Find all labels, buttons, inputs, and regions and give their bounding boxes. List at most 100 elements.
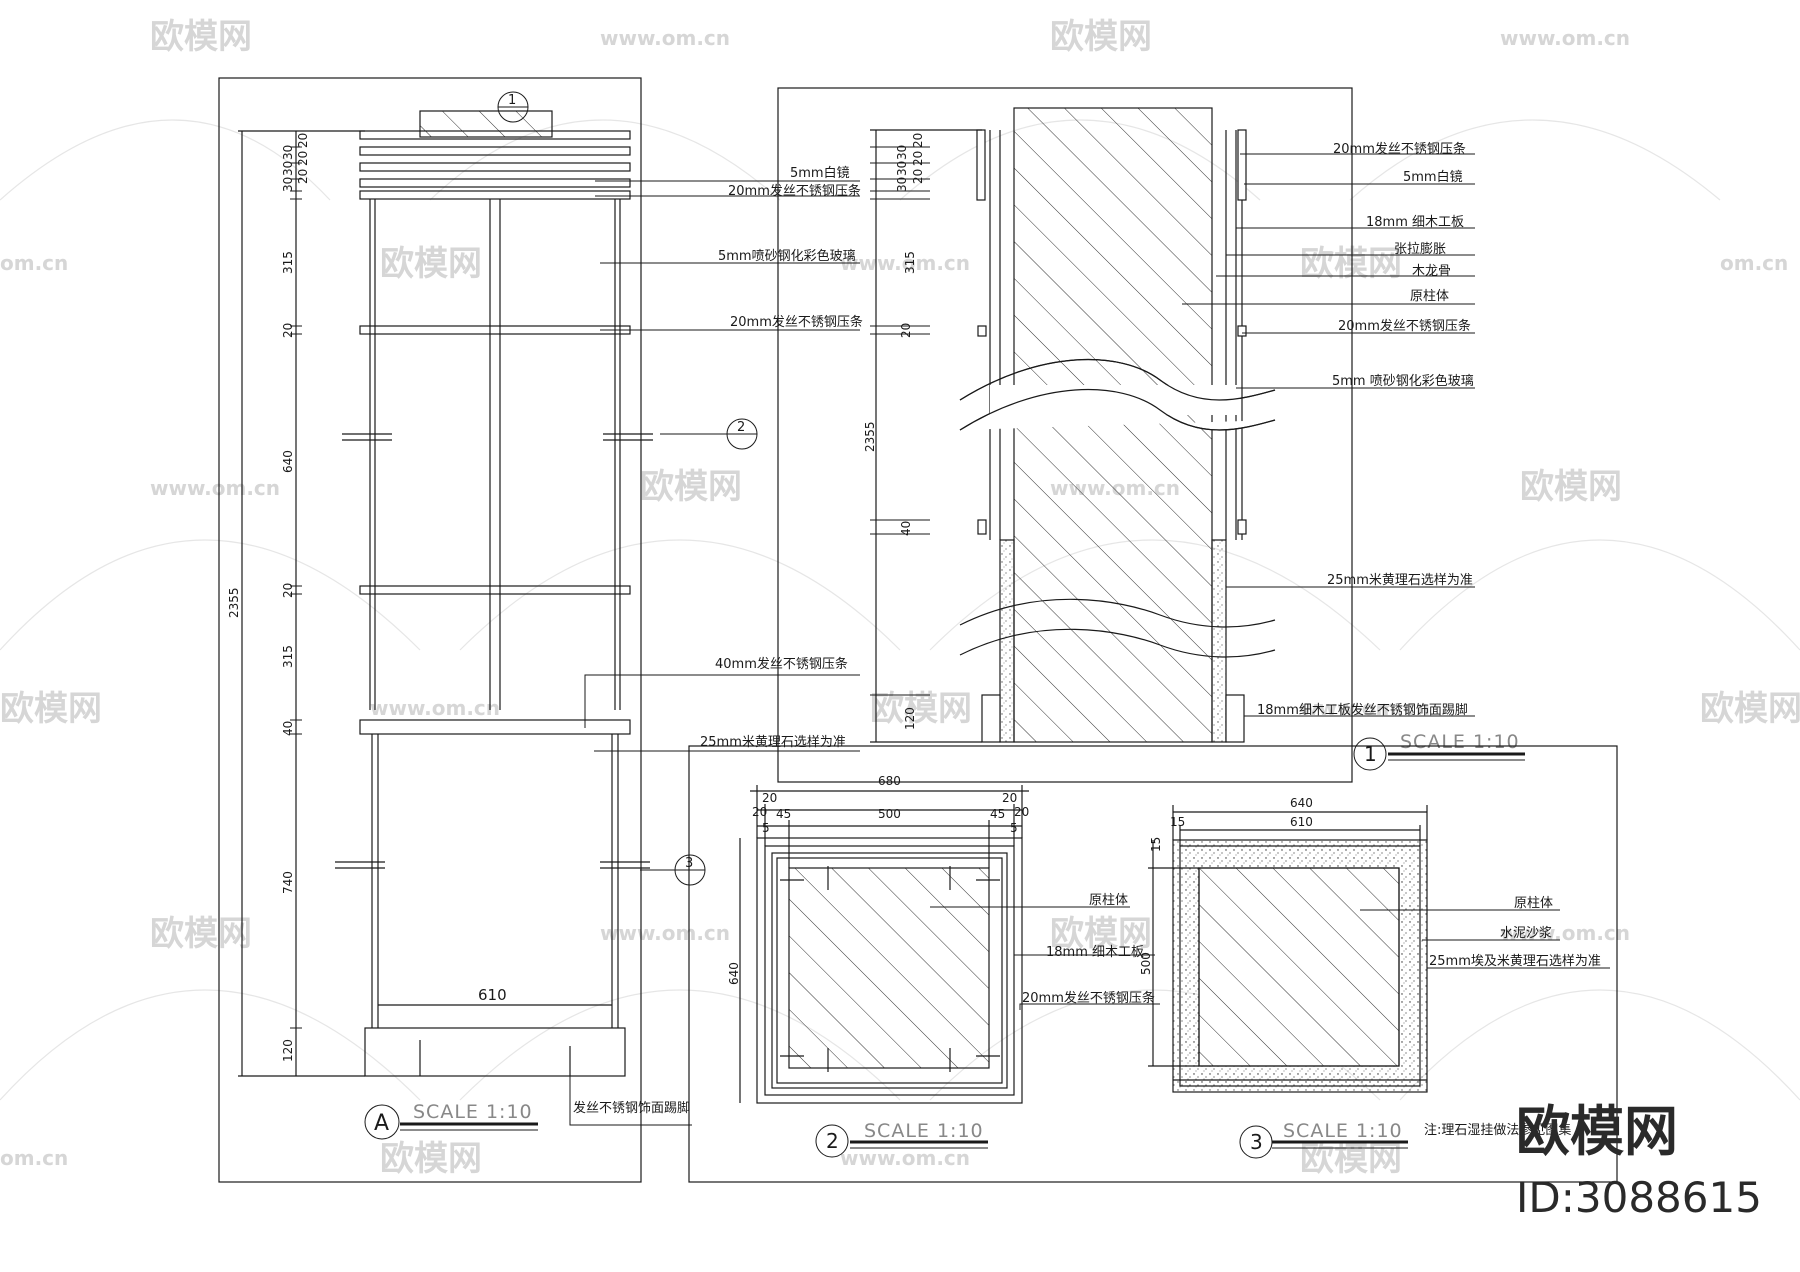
dim-width: 610 [478, 986, 507, 1004]
watermark-url: om.cn [1720, 251, 1788, 275]
dim-20: 20 [762, 791, 777, 805]
section-1-labels: 20mm发丝不锈钢压条 5mm白镜 18mm 细木工板 张拉膨胀 木龙骨 原柱体… [1257, 141, 1474, 718]
top-cap [419, 110, 553, 138]
dim-top: 30 [895, 161, 909, 176]
label-plywood: 18mm 细木工板 [1366, 215, 1464, 230]
watermark-url: www.om.cn [1500, 921, 1630, 945]
label-steel-strip-40: 40mm发丝不锈钢压条 [715, 656, 848, 672]
section-3-dims: 640 610 15 15 500 [1139, 796, 1313, 975]
watermark-brand: 欧模网 [0, 689, 102, 729]
watermark-brand: 欧模网 [1300, 244, 1402, 284]
dim-315b: 315 [281, 645, 295, 668]
dim-740: 740 [281, 871, 295, 894]
section-3-marker: 3 [1250, 1130, 1263, 1154]
section-a-dimension-ticks [290, 146, 302, 1029]
section-2-labels: 原柱体 18mm 细木工板 20mm发丝不锈钢压条 [1022, 893, 1155, 1006]
dim-680: 680 [878, 774, 901, 788]
watermark-brand: 欧模网 [1050, 17, 1152, 57]
label-column: 原柱体 [1514, 896, 1553, 911]
label-cement-mortar: 水泥沙浆 [1500, 926, 1552, 941]
section-1-scale: SCALE 1:10 [1400, 731, 1520, 753]
dim-20: 20 [899, 323, 913, 338]
section-1-dims: 30 30 30 20 20 20 315 20 2355 40 120 [863, 133, 925, 730]
plan-frame [688, 745, 1618, 1183]
watermark-layer: 欧模网 欧模网 欧模网 欧模网 欧模网 欧模网 欧模网 欧模网 欧模网 欧模网 … [0, 17, 1800, 1179]
dim-20: 20 [752, 805, 767, 819]
dim-120: 120 [281, 1039, 295, 1062]
callout-2: 2 [737, 420, 745, 435]
dim-45: 45 [776, 807, 791, 821]
dim-top: 20 [296, 151, 310, 166]
watermark-brand: 欧模网 [150, 914, 252, 954]
section-a-elevation [218, 77, 653, 1183]
corner-branding: 欧模网 ID:3088615 [1516, 1100, 1762, 1222]
section-a-title: A SCALE 1:10 [364, 1101, 538, 1140]
watermark-url: www.om.cn [1500, 26, 1630, 50]
dim-total: 2355 [863, 421, 877, 452]
section-a-frame [218, 77, 642, 1183]
dim-top: 20 [911, 169, 925, 184]
dim-top: 30 [895, 177, 909, 192]
dim-40: 40 [899, 521, 913, 536]
section-a-callouts [497, 91, 758, 886]
label-frosted-glass: 5mm喷砂钢化彩色玻璃 [718, 248, 856, 264]
section-2-dims: 680 20 20 20 45 500 45 20 5 5 640 [727, 774, 1029, 985]
dim-top: 30 [281, 145, 295, 160]
section-1-vertical [777, 87, 1353, 783]
dim-20: 20 [1002, 791, 1017, 805]
watermark-brand: 欧模网 [1300, 1139, 1402, 1179]
dim-500: 500 [878, 807, 901, 821]
section-a-scale: SCALE 1:10 [413, 1101, 533, 1123]
callout-1: 1 [508, 93, 516, 108]
section-2-title: 2 SCALE 1:10 [815, 1120, 988, 1158]
label-column: 原柱体 [1410, 289, 1449, 304]
watermark-brand: 欧模网 [380, 1139, 482, 1179]
dim-20a: 20 [281, 323, 295, 338]
label-column: 原柱体 [1089, 893, 1128, 908]
dim-top: 30 [281, 161, 295, 176]
dim-15: 15 [1149, 837, 1163, 852]
watermark-url: www.om.cn [600, 26, 730, 50]
watermark-url: www.om.cn [150, 476, 280, 500]
dim-top: 20 [296, 133, 310, 148]
dim-top: 20 [911, 151, 925, 166]
section-a-labels: 5mm白镜 20mm发丝不锈钢压条 5mm喷砂钢化彩色玻璃 20mm发丝不锈钢压… [573, 165, 863, 1116]
dim-640: 640 [1290, 796, 1313, 810]
section-a-marker: A [374, 1111, 389, 1136]
dim-40: 40 [281, 721, 295, 736]
section-3-scale: SCALE 1:10 [1283, 1120, 1403, 1142]
section-2-marker: 2 [826, 1129, 839, 1153]
watermark-url: om.cn [0, 251, 68, 275]
watermark-brand: 欧模网 [150, 17, 252, 57]
dim-5: 5 [1010, 821, 1018, 835]
label-steel-strip: 20mm发丝不锈钢压条 [728, 183, 861, 199]
watermark-brand: 欧模网 [640, 467, 742, 507]
label-marble: 25mm米黄理石选样为准 [700, 735, 846, 750]
section-a-leaders [569, 180, 860, 1126]
label-steel-strip: 20mm发丝不锈钢压条 [1333, 141, 1466, 157]
corner-id: ID:3088615 [1516, 1173, 1762, 1222]
watermark-url: www.om.cn [840, 1146, 970, 1170]
section-1-frame [777, 87, 1353, 783]
label-egyptian-marble: 25mm埃及米黄理石选样为准 [1429, 954, 1601, 969]
dim-45: 45 [990, 807, 1005, 821]
dim-top: 20 [911, 133, 925, 148]
dim-top: 30 [895, 145, 909, 160]
section-2-scale: SCALE 1:10 [864, 1120, 984, 1142]
dim-640: 640 [727, 962, 741, 985]
dim-20b: 20 [281, 583, 295, 598]
label-steel-strip: 20mm发丝不锈钢压条 [1338, 318, 1471, 334]
corner-brand: 欧模网 [1516, 1100, 1678, 1163]
section-2-leaders [930, 906, 1160, 1010]
label-skirting: 发丝不锈钢饰面踢脚 [573, 1100, 690, 1116]
column-body-plan [1198, 867, 1400, 1067]
label-steel-strip: 20mm发丝不锈钢压条 [730, 314, 863, 330]
watermark-url: om.cn [0, 1146, 68, 1170]
label-timber-keel: 木龙骨 [1412, 264, 1451, 279]
dim-5: 5 [762, 821, 770, 835]
section-2-plan [739, 785, 1029, 1104]
dim-315a: 315 [281, 251, 295, 274]
label-steel-strip: 20mm发丝不锈钢压条 [1022, 990, 1155, 1006]
label-frosted-glass: 5mm 喷砂钢化彩色玻璃 [1332, 373, 1474, 389]
